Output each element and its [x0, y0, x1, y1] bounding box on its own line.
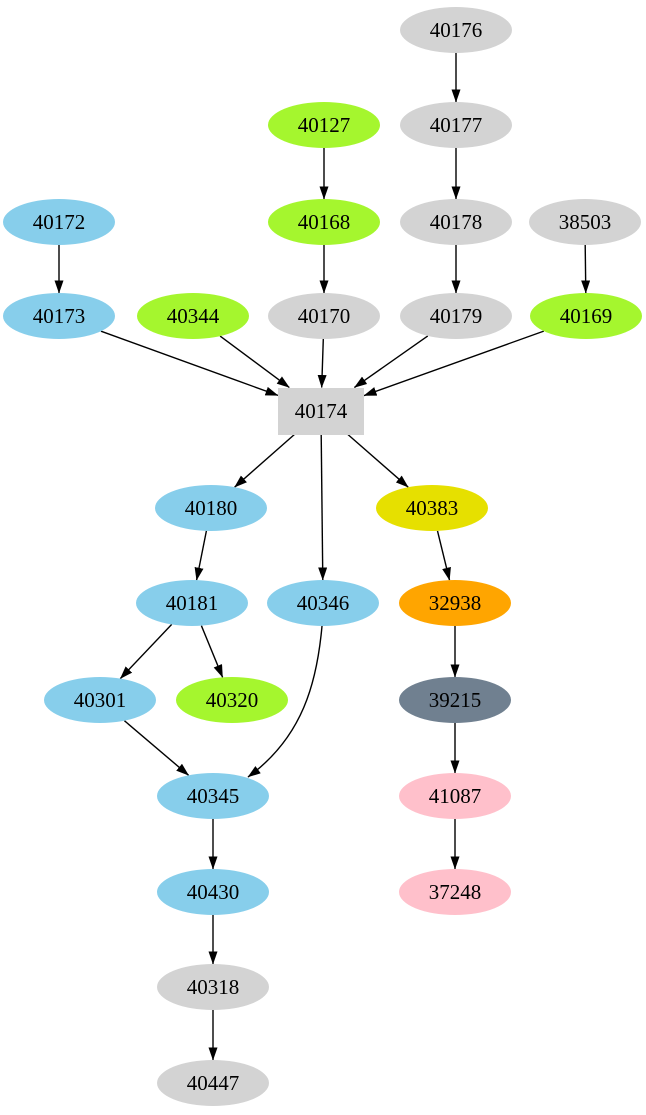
edge-38503-40169 — [581, 244, 591, 294]
edge-40383-32938 — [436, 530, 451, 581]
edge-40173-40174 — [100, 330, 279, 397]
edge-40169-40174 — [363, 330, 545, 397]
edge-40344-40174 — [219, 335, 290, 389]
edge-40346-40345 — [247, 625, 323, 778]
edge-40174-40346 — [318, 434, 328, 581]
edge-40179-40174 — [353, 335, 429, 389]
edge-40301-40345 — [123, 720, 190, 776]
edge-40174-40180 — [234, 433, 295, 488]
edge-40181-40301 — [119, 623, 173, 680]
edge-40181-40320 — [200, 625, 224, 678]
edge-40174-40383 — [347, 433, 409, 488]
edge-40170-40174 — [317, 338, 327, 388]
edge-40180-40181 — [194, 530, 208, 581]
